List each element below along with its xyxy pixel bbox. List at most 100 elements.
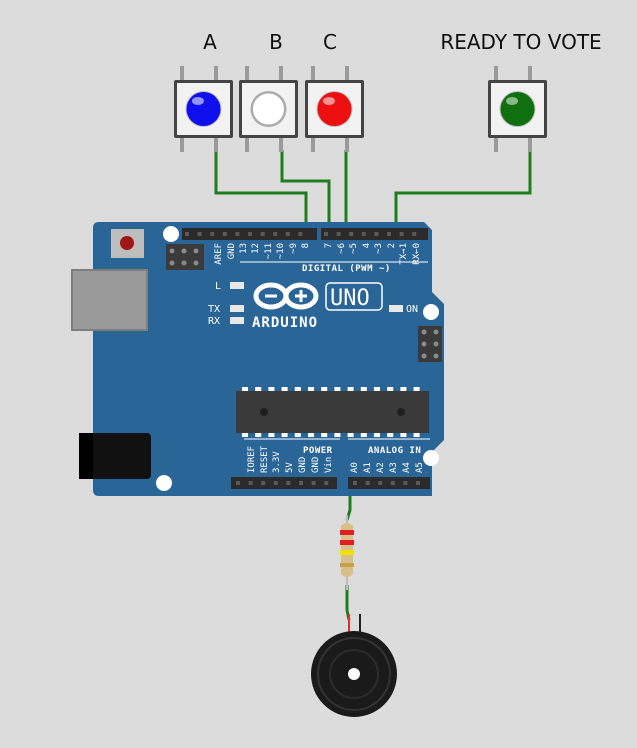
chip-pin [242, 431, 248, 437]
power-pin-label: GND [298, 457, 308, 473]
icsp-header-top [166, 244, 204, 270]
analog-pin-label: A2 [376, 462, 386, 473]
header-hole[interactable] [185, 232, 189, 236]
header-hole[interactable] [260, 232, 265, 236]
header-hole[interactable] [273, 232, 278, 236]
digital-pin-label: 8 [301, 243, 311, 248]
digital-pin-label: ~5 [349, 243, 359, 254]
button-a-cap [186, 92, 221, 126]
button-a[interactable] [174, 66, 233, 152]
model-badge [325, 282, 383, 311]
chip-pin [255, 387, 262, 393]
header-hole[interactable] [236, 481, 240, 485]
chip-pin [281, 387, 288, 393]
wire-button-ready[interactable] [394, 150, 532, 236]
chip-pin [281, 431, 288, 437]
chip-pin [347, 431, 354, 437]
header-hole[interactable] [365, 481, 370, 485]
wire-button-a[interactable] [214, 150, 308, 236]
wires [214, 150, 532, 621]
digital-pin-label: ~3 [374, 243, 384, 254]
power-pin-label: 3.3V [272, 451, 282, 473]
power-jack [79, 433, 151, 479]
header-hole[interactable] [298, 232, 303, 236]
header-hole[interactable] [416, 481, 420, 485]
button-b[interactable] [239, 66, 298, 152]
header-hole[interactable] [197, 232, 202, 236]
header-hole[interactable] [374, 232, 379, 236]
piezo-buzzer[interactable] [311, 614, 397, 717]
digital-pin-label: ~9 [289, 243, 299, 254]
digital-pin-label: TX→1 [399, 243, 409, 265]
usb-port [72, 270, 147, 330]
power-section-label: POWER [303, 446, 333, 456]
header-hole[interactable] [403, 481, 408, 485]
led-l-label: L [215, 281, 221, 292]
digital-pin-label: 12 [251, 243, 261, 254]
button-ready-label: READY TO VOTE [440, 30, 601, 54]
header-hole[interactable] [353, 481, 357, 485]
header-hole[interactable] [336, 232, 341, 236]
led-on-label: ON [406, 304, 418, 315]
header-hole[interactable] [349, 232, 354, 236]
header-hole[interactable] [261, 481, 266, 485]
button-b-cap [252, 92, 285, 126]
analog-pin-label: A4 [402, 462, 412, 473]
wire-button-b[interactable] [280, 150, 331, 236]
chip-pin [374, 387, 380, 393]
header-hole[interactable] [311, 481, 316, 485]
digital-pin-label: 2 [387, 243, 397, 248]
header-hole[interactable] [285, 232, 290, 236]
button-ready[interactable] [488, 66, 547, 152]
header-hole[interactable] [235, 232, 240, 236]
chip-pin [400, 387, 407, 393]
header-hole[interactable] [361, 232, 366, 236]
digital-pin-label: RX←0 [412, 243, 422, 265]
chip-pin [308, 431, 314, 437]
digital-pin-label: AREF [214, 243, 224, 265]
header-hole[interactable] [412, 232, 417, 236]
chip-pin [268, 431, 275, 437]
analog-pin-label: A1 [363, 462, 373, 473]
brand-label: ARDUINO [252, 315, 318, 331]
analog-section-label: ANALOG IN [368, 446, 421, 456]
header-hole[interactable] [390, 481, 395, 485]
analog-pin-label: A5 [415, 462, 425, 473]
chip-pin [360, 387, 367, 393]
header-hole[interactable] [248, 232, 252, 236]
header-hole[interactable] [299, 481, 303, 485]
header-hole[interactable] [324, 481, 329, 485]
header-hole[interactable] [387, 232, 391, 236]
digital-section-label: DIGITAL (PWM ~) [302, 264, 391, 274]
mounting-hole [423, 450, 439, 466]
led-l [230, 282, 244, 289]
header-hole[interactable] [399, 232, 404, 236]
chip-pin [294, 431, 301, 437]
chip-pin [255, 431, 262, 437]
header-hole[interactable] [210, 232, 215, 236]
chip-pin [268, 387, 275, 393]
header-hole[interactable] [286, 481, 291, 485]
header-hole[interactable] [222, 232, 227, 236]
header-hole[interactable] [324, 232, 328, 236]
power-header [231, 477, 337, 489]
chip-pin [242, 387, 248, 393]
resistor[interactable] [340, 515, 354, 590]
digital-pin-label: ~10 [276, 243, 286, 259]
digital-pin-label: 4 [362, 243, 372, 248]
header-hole[interactable] [273, 481, 278, 485]
header-hole[interactable] [378, 481, 383, 485]
header-hole[interactable] [248, 481, 253, 485]
mounting-hole [423, 304, 439, 320]
power-pin-label: Vin [324, 457, 334, 473]
led-tx [230, 305, 244, 312]
chip-pin [334, 387, 341, 393]
analog-header [348, 477, 430, 489]
button-c-cap [317, 92, 352, 126]
led-on [389, 305, 403, 312]
button-c[interactable] [305, 66, 364, 152]
arduino-logo-icon [253, 282, 319, 310]
